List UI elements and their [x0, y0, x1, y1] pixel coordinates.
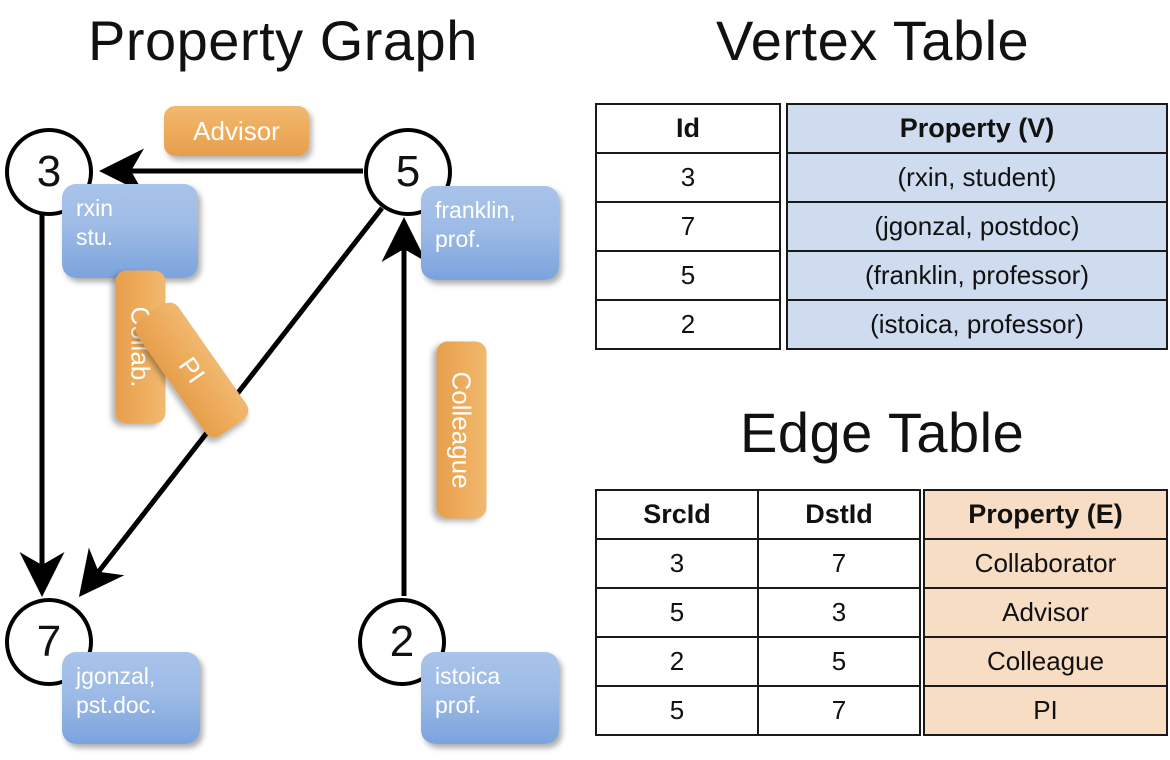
page-title-vertex-table: Vertex Table: [716, 9, 1030, 72]
vertex-cell-id: 2: [595, 299, 781, 350]
edge-header-srcid: SrcId: [595, 489, 759, 540]
table-row: (jgonzal, postdoc): [786, 201, 1168, 252]
vertex-cell-property: (rxin, student): [786, 152, 1168, 203]
table-row: 5: [595, 250, 781, 301]
table-row: (rxin, student): [786, 152, 1168, 203]
vertex-cell-id: 3: [595, 152, 781, 203]
table-row: 2: [595, 299, 781, 350]
edge-cell-property: Collaborator: [923, 538, 1168, 589]
node-property-box-rxin: rxin stu.: [62, 184, 198, 278]
table-row: 5 3: [595, 587, 921, 638]
node-property-line-1: franklin,: [435, 197, 516, 223]
edge-cell-property: Advisor: [923, 587, 1168, 638]
page-title-edge-table: Edge Table: [740, 401, 1025, 464]
edge-label-advisor: Advisor: [164, 106, 309, 156]
edge-cell-srcid: 2: [595, 636, 759, 687]
node-property-line-2: pst.doc.: [76, 692, 157, 719]
page-title-property-graph: Property Graph: [88, 9, 478, 72]
table-row: (franklin, professor): [786, 250, 1168, 301]
vertex-cell-id: 7: [595, 201, 781, 252]
vertex-table-id-column: Id 3 7 5 2: [595, 103, 781, 350]
edge-cell-srcid: 5: [595, 587, 759, 638]
node-property-line-2: stu.: [76, 224, 114, 251]
table-row: 5 7: [595, 685, 921, 736]
edge-cell-dstid: 7: [757, 538, 921, 589]
edge-cell-srcid: 5: [595, 685, 759, 736]
table-header-row: Id: [595, 103, 781, 154]
table-row: 2 5: [595, 636, 921, 687]
edge-cell-dstid: 5: [757, 636, 921, 687]
table-row: (istoica, professor): [786, 299, 1168, 350]
edge-table-property-column: Property (E) Collaborator Advisor Collea…: [923, 489, 1168, 736]
table-row: 3: [595, 152, 781, 203]
edge-header-dstid: DstId: [757, 489, 921, 540]
table-row: 3 7: [595, 538, 921, 589]
table-row: PI: [923, 685, 1168, 736]
node-property-box-istoica: istoica prof.: [421, 652, 559, 744]
table-row: 7: [595, 201, 781, 252]
table-row: Colleague: [923, 636, 1168, 687]
node-property-line-1: rxin: [76, 195, 114, 221]
table-row: Advisor: [923, 587, 1168, 638]
edge-header-property: Property (E): [923, 489, 1168, 540]
vertex-table-property-column: Property (V) (rxin, student) (jgonzal, p…: [786, 103, 1168, 350]
node-property-line-1: istoica: [435, 663, 501, 689]
node-property-box-jgonzal: jgonzal, pst.doc.: [62, 652, 200, 744]
node-property-line-1: jgonzal,: [76, 663, 156, 689]
vertex-cell-property: (istoica, professor): [786, 299, 1168, 350]
vertex-cell-id: 5: [595, 250, 781, 301]
graph-node-2[interactable]: 2: [358, 598, 446, 686]
edge-label-colleague: Colleague: [436, 341, 487, 519]
node-property-line-2: prof.: [435, 692, 482, 719]
edge-table-src-dst-columns: SrcId DstId 3 7 5 3 2 5 5 7: [595, 489, 921, 736]
edge-cell-srcid: 3: [595, 538, 759, 589]
node-property-line-2: prof.: [435, 226, 482, 253]
graph-node-5[interactable]: 5: [364, 128, 452, 216]
node-property-box-franklin: franklin, prof.: [421, 186, 559, 280]
vertex-header-id: Id: [595, 103, 781, 154]
table-header-row: Property (E): [923, 489, 1168, 540]
edge-cell-property: PI: [923, 685, 1168, 736]
vertex-cell-property: (jgonzal, postdoc): [786, 201, 1168, 252]
edge-cell-dstid: 7: [757, 685, 921, 736]
table-row: Collaborator: [923, 538, 1168, 589]
edge-cell-dstid: 3: [757, 587, 921, 638]
property-graph-diagram: 3 5 7 2 rxin stu. franklin, prof. jgonza…: [5, 106, 559, 744]
edge-cell-property: Colleague: [923, 636, 1168, 687]
vertex-cell-property: (franklin, professor): [786, 250, 1168, 301]
table-header-row: Property (V): [786, 103, 1168, 154]
table-header-row: SrcId DstId: [595, 489, 921, 540]
vertex-header-property: Property (V): [786, 103, 1168, 154]
